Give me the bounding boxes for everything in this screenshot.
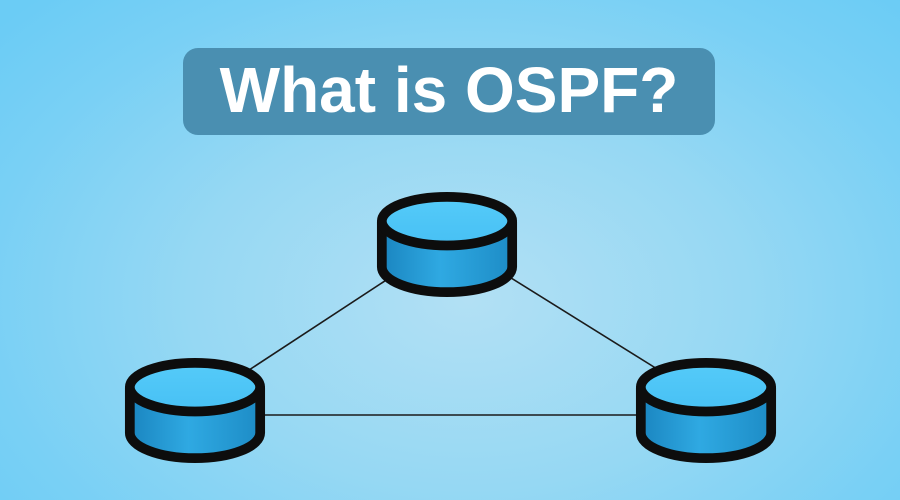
link-top-right xyxy=(502,272,663,373)
router-node-top xyxy=(382,197,512,292)
link-top-left xyxy=(245,272,398,373)
router-node-left xyxy=(130,363,260,458)
router-node-right xyxy=(641,363,771,458)
title-banner: What is OSPF? xyxy=(183,48,715,135)
page-title: What is OSPF? xyxy=(219,53,679,126)
